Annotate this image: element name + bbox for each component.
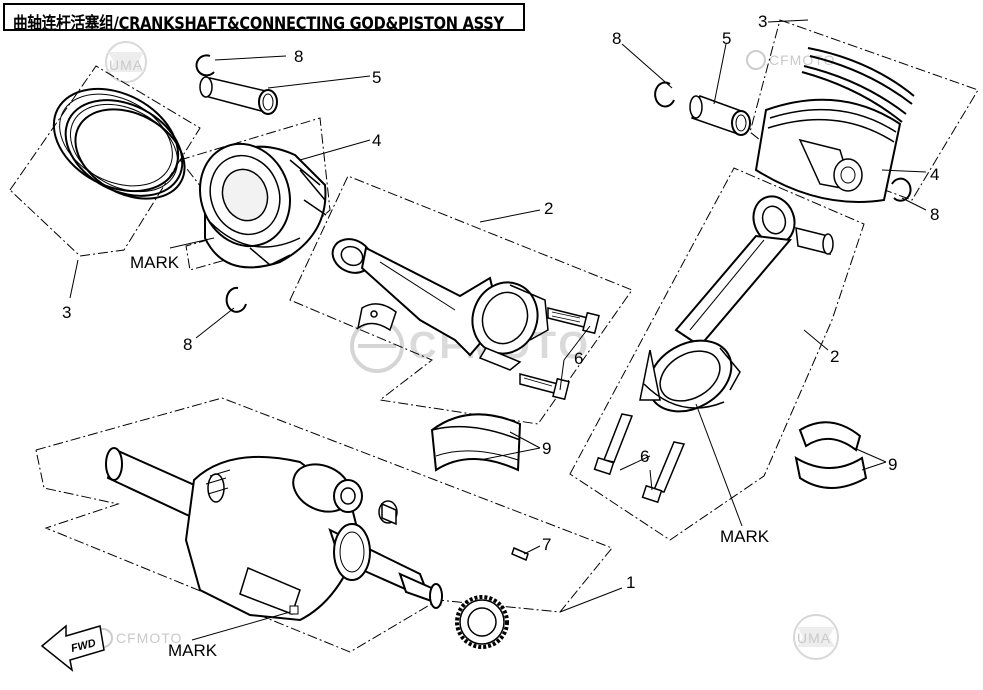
circlip-right-top: [654, 81, 675, 108]
outline-crankshaft: [35, 397, 613, 653]
uma-logo-icon: [793, 614, 839, 660]
callout-3-left: 3: [62, 303, 71, 322]
callout-2-right: 2: [830, 347, 839, 366]
circlip-left-top: [195, 54, 215, 77]
mark-label-piston: MARK: [130, 253, 180, 272]
fwd-arrow-icon: [40, 624, 105, 672]
rod-bearing-left-small: [356, 303, 397, 332]
group-outlines: [9, 19, 979, 653]
piston-pin-left: [199, 76, 278, 115]
cfmoto-logo-icon: [93, 50, 766, 648]
callout-2-left: 2: [544, 199, 553, 218]
rod-bolts-left: [519, 307, 600, 401]
callout-5-right: 5: [722, 29, 731, 48]
outline-rod-right: [569, 167, 865, 541]
circlip-right: [891, 177, 912, 202]
piston-rings-left: [52, 87, 186, 200]
mark-label-rod: MARK: [720, 527, 770, 546]
bearing-shell-right: [794, 421, 868, 489]
mark-label-crank: MARK: [168, 641, 218, 660]
callout-6-left: 6: [574, 349, 583, 368]
outline-rod-left: [289, 175, 633, 425]
outline-ring-set-left: [9, 65, 201, 257]
woodruff-key: [511, 546, 529, 562]
piston-left: [198, 142, 327, 269]
connecting-rod-right: [639, 195, 796, 413]
rod-bolts-right: [593, 413, 686, 504]
title-box: 曲轴连杆活塞组/CRANKSHAFT&CONNECTING GOD&PISTON…: [3, 3, 525, 34]
callout-5-left: 5: [372, 68, 381, 87]
small-end-bushing-right: [795, 227, 834, 255]
timing-gear: [455, 595, 509, 649]
crank-pin-bearing: [378, 500, 398, 526]
circlip-left-bottom: [225, 286, 247, 313]
cfmoto-watermark-bottom: CFMOTO: [116, 630, 182, 646]
leader-lines: [69, 19, 927, 641]
cfmoto-watermark-top: CFMOTO: [769, 52, 835, 68]
fwd-label: FWD: [70, 637, 97, 655]
callout-4-right: 4: [930, 165, 939, 184]
callout-1: 1: [626, 573, 635, 592]
callout-8-top-right: 8: [612, 29, 621, 48]
callout-3-right: 3: [758, 12, 767, 31]
piston-pin-right: [689, 95, 751, 136]
uma-watermark-top: UMA: [109, 57, 143, 73]
callout-9-left: 9: [542, 439, 551, 458]
uma-watermark-bottom: UMA: [797, 630, 831, 646]
callout-9-right: 9: [888, 455, 897, 474]
callout-8-right: 8: [930, 205, 939, 224]
crankshaft: [105, 447, 443, 622]
outline-ring-set-right: [749, 19, 979, 201]
page-title: 曲轴连杆活塞组/CRANKSHAFT&CONNECTING GOD&PISTON…: [13, 14, 504, 34]
callout-8-bottom-left: 8: [183, 335, 192, 354]
connecting-rod-left: [331, 238, 549, 371]
piston-right: [754, 98, 902, 203]
piston-rings-right: [801, 47, 915, 123]
callout-4-left: 4: [372, 131, 381, 150]
uma-logo-icon: [105, 41, 147, 83]
callout-8-top-left: 8: [294, 47, 303, 66]
callout-6-right: 6: [640, 447, 649, 466]
bearing-shell-left: [430, 413, 522, 472]
callout-7: 7: [542, 535, 551, 554]
